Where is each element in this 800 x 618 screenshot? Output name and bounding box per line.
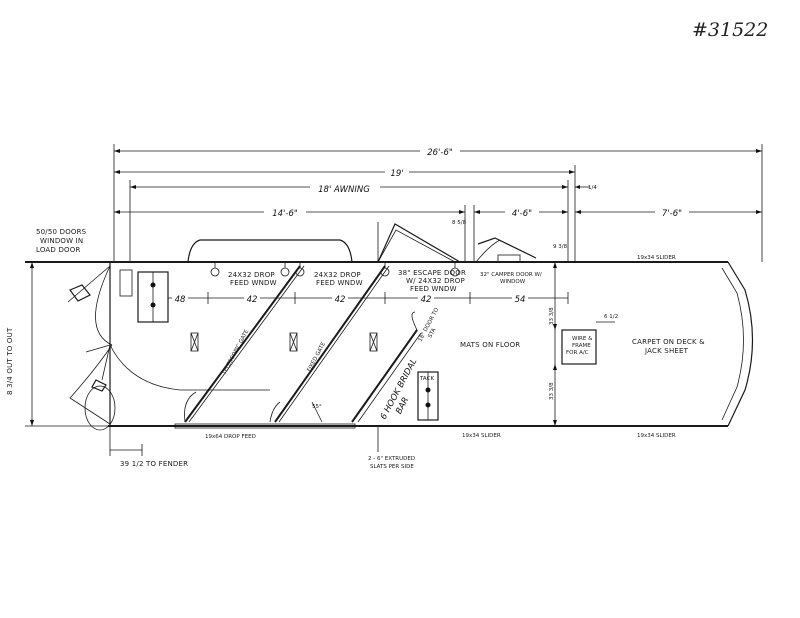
escape-door-line-3: FEED WNDW [410, 285, 457, 293]
feed-window-2-line-2: FEED WNDW [316, 279, 363, 287]
slider-top-label: 19x34 SLIDER [637, 255, 676, 261]
awning-label: 18' AWNING [318, 185, 370, 195]
ac-frame: WIRE & FRAME FOR A/C [561, 329, 597, 365]
slats-callout: 2 - 6" EXTRUDED SLATS PER SIDE [368, 426, 417, 470]
width-label: 8 3/4 OUT TO OUT [6, 327, 14, 395]
carpet-label: CARPET ON DECK & JACK SHEET [632, 338, 707, 355]
feed-window-1-label: 24X32 DROP FEED WNDW [228, 271, 277, 287]
width-dimension: 8 3/4 OUT TO OUT [6, 262, 110, 427]
escape-door-line-2: W/ 24X32 DROP [406, 277, 465, 285]
drawing-number: #31522 [692, 19, 768, 41]
ac-frame-label: WIRE & FRAME FOR A/C [566, 336, 594, 356]
stall-gates [184, 265, 422, 423]
lower-offset-label: 33 3/8 [549, 382, 555, 400]
mats-label: MATS ON FLOOR [460, 341, 520, 349]
camper-door-line-1: 32" CAMPER DOOR W/ [480, 272, 542, 278]
slats-label: 2 - 6" EXTRUDED SLATS PER SIDE [368, 456, 417, 470]
drop-feed-label: 19x64 DROP FEED [205, 434, 256, 440]
ac-offset-dimensions: 33 3/8 33 3/8 6 1/2 [549, 262, 618, 426]
escape-door-swing [377, 222, 461, 263]
rear-doors-line-2: WINDOW IN [40, 237, 83, 245]
length-19-dimension: 19' [114, 165, 576, 262]
feed-window-1-line-1: 24X32 DROP [228, 271, 275, 279]
drop-feed-window: 19x64 DROP FEED [174, 423, 356, 440]
slider-bottom-mid: 19x34 SLIDER [440, 425, 520, 439]
ac-line-2: FRAME [572, 343, 591, 349]
length-19-label: 19' [390, 169, 403, 179]
fender-label: 39 1/2 TO FENDER [120, 460, 188, 468]
front-section-label: 14'-6" [272, 209, 298, 219]
rear-doors-line-1: 50/50 DOORS [36, 228, 87, 236]
stall-dim-42c: 42 [421, 295, 432, 305]
rear-tack-cabinet [119, 269, 169, 323]
upper-offset-label: 33 3/8 [549, 307, 555, 325]
door-note-label: 18" DOOR TO STA [417, 306, 447, 347]
stall-dim-48: 48 [175, 295, 186, 305]
slats-line-1: 2 - 6" EXTRUDED [368, 456, 415, 462]
ac-line-1: WIRE & [572, 336, 593, 342]
tack-label: TACK [419, 376, 434, 382]
camper-door-label: 32" CAMPER DOOR W/ WINDOW [480, 272, 544, 285]
stall-dim-42b: 42 [335, 295, 346, 305]
gap-label: 8 5/8 [452, 220, 467, 226]
slider-bottom-mid-label: 19x34 SLIDER [462, 433, 501, 439]
slider-bottom-front-label: 19x34 SLIDER [637, 433, 676, 439]
quarter-inch-label: 1/4 [588, 185, 597, 191]
angle-label: 55° [312, 404, 322, 410]
stall-window-markers [190, 332, 378, 352]
escape-door-label: 38" ESCAPE DOOR W/ 24X32 DROP FEED WNDW [398, 269, 468, 293]
feed-window-1-line-2: FEED WNDW [230, 279, 277, 287]
slider-top-window: 19x34 SLIDER [615, 255, 695, 263]
overall-length-label: 26'-6" [427, 148, 453, 158]
stall-dim-54: 54 [515, 295, 526, 305]
feed-window-2-label: 24X32 DROP FEED WNDW [314, 271, 363, 287]
ac-line-3: FOR A/C [566, 350, 589, 356]
rear-doors-line-3: LOAD DOOR [36, 246, 81, 254]
rear-doors-note: 50/50 DOORS WINDOW IN LOAD DOOR [36, 228, 89, 254]
front-section-dimension: 14'-6" 8 5/8 [114, 205, 467, 262]
side-offset-label: 6 1/2 [604, 314, 618, 320]
middle-section-label: 4'-6" [512, 209, 532, 219]
escape-door-line-1: 38" ESCAPE DOOR [398, 269, 466, 277]
carpet-line-1: CARPET ON DECK & [632, 338, 705, 346]
stall-dim-42a: 42 [247, 295, 258, 305]
nose-section-label: 7'-6" [662, 209, 682, 219]
carpet-line-2: JACK SHEET [644, 347, 689, 355]
door-note-line-2: STA [427, 327, 437, 339]
middle-section-dimension: 4'-6" [473, 205, 568, 262]
nose-section-dimension: 7'-6" 9 3/8 [553, 205, 762, 250]
awning-dimension: 18' AWNING 1/4 [129, 180, 597, 262]
slider-bottom-front: 19x34 SLIDER [615, 425, 695, 439]
overall-length-dimension: 26'-6" [113, 144, 763, 262]
telescopic-gate-label: TELESCOPIC GATE [221, 329, 250, 377]
front-tack-cabinet: TACK [417, 371, 439, 421]
stall-dimensions: 48 42 42 42 54 [167, 292, 569, 305]
small-dim-label: 9 3/8 [553, 244, 568, 250]
fender-dimension: 39 1/2 TO FENDER [109, 426, 188, 468]
camper-door-swing [475, 237, 537, 263]
rear-door-swings [67, 265, 270, 431]
feed-window-2-line-1: 24X32 DROP [314, 271, 361, 279]
camper-door-line-2: WINDOW [500, 279, 526, 285]
awning-outline [187, 239, 353, 263]
slats-line-2: SLATS PER SIDE [370, 464, 414, 470]
bridle-bar-label: 6 HOOK BRIDAL BAR [379, 355, 431, 427]
